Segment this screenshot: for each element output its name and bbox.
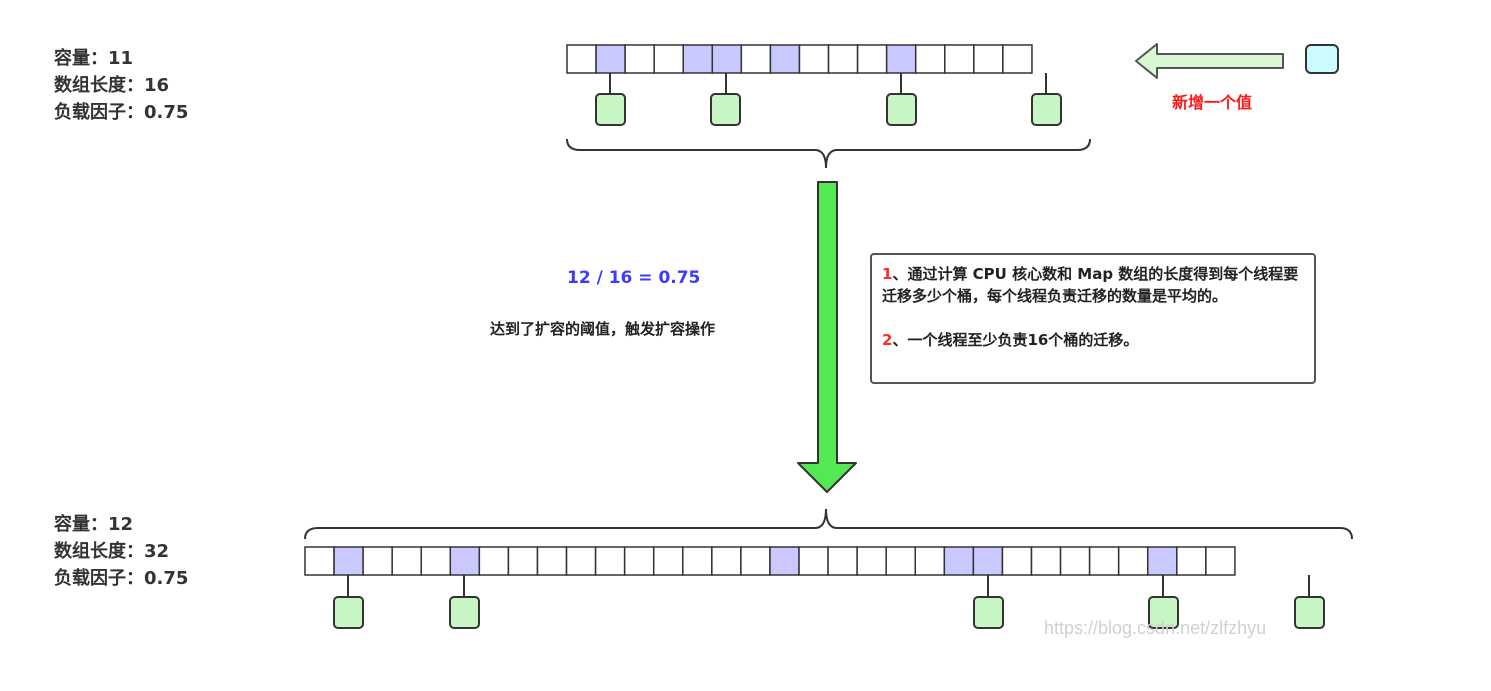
- note-item-2-number: 2: [882, 331, 893, 349]
- bucket-slot: [653, 44, 684, 74]
- load-formula: 12 / 16 = 0.75: [567, 268, 701, 288]
- node: [1294, 596, 1325, 629]
- bucket-slot: [623, 546, 655, 576]
- bucket-slot: [944, 44, 975, 74]
- watermark: https://blog.csdn.net/zlfzhyu: [1044, 618, 1267, 638]
- bucket-slot: [420, 546, 452, 576]
- bucket-slot-filled: [885, 44, 917, 74]
- bucket-slot: [740, 546, 771, 576]
- bucket-slot: [827, 546, 858, 576]
- bucket-slot: [682, 546, 713, 576]
- bucket-slot-filled: [769, 546, 800, 576]
- bucket-slot: [594, 546, 626, 576]
- bucket-slot: [1205, 546, 1236, 576]
- bucket-slot: [624, 44, 655, 74]
- node: [449, 596, 480, 629]
- array-length-label: 数组长度：16: [54, 75, 170, 96]
- bucket-slot: [827, 44, 859, 74]
- node: [886, 93, 917, 126]
- bucket-slot: [885, 546, 917, 576]
- node: [710, 93, 741, 126]
- bucket-slot-filled: [449, 546, 481, 576]
- bucket-slot: [1117, 546, 1149, 576]
- bucket-slot-filled: [682, 44, 714, 74]
- bucket-slot: [973, 44, 1004, 74]
- bucket-slot: [1002, 44, 1033, 74]
- capacity-label: 容量：12: [54, 514, 134, 535]
- resize-arrow: [797, 181, 857, 493]
- capacity-label: 容量：11: [54, 48, 134, 69]
- bucket-slot: [362, 546, 393, 576]
- bucket-slot: [1059, 546, 1091, 576]
- bucket-slot: [478, 546, 510, 576]
- note-item-1: 1、通过计算 CPU 核心数和 Map 数组的长度得到每个线程要迁移多少个桶，每…: [882, 263, 1304, 307]
- bucket-slot: [711, 546, 742, 576]
- node: [1148, 596, 1179, 629]
- bucket-slot: [391, 546, 422, 576]
- bucket-slot: [1088, 546, 1120, 576]
- top-bucket-array: [566, 44, 1033, 74]
- threshold-text: 达到了扩容的阈值，触发扩容操作: [490, 320, 716, 338]
- bucket-slot: [1176, 546, 1207, 576]
- bucket-slot: [536, 546, 568, 576]
- node: [595, 93, 626, 126]
- load-factor-label: 负载因子：0.75: [54, 568, 189, 589]
- bucket-slot: [304, 546, 335, 576]
- top-brace: [566, 138, 1091, 169]
- incoming-arrow: [1135, 43, 1284, 79]
- note-item-2-text: 、一个线程至少负责16个桶的迁移。: [892, 331, 1139, 349]
- bottom-brace: [304, 508, 1353, 540]
- bucket-slot-filled: [769, 44, 801, 74]
- bucket-slot-filled: [972, 546, 1004, 576]
- new-value-node: [1305, 44, 1339, 74]
- bucket-slot: [740, 44, 772, 74]
- bucket-slot: [856, 546, 887, 576]
- note-item-1-number: 1: [882, 265, 893, 283]
- node: [333, 596, 364, 629]
- array-length-label: 数组长度：32: [54, 541, 170, 562]
- bucket-slot: [652, 546, 684, 576]
- bottom-bucket-nodes: [333, 575, 1325, 629]
- bucket-slot: [914, 44, 946, 74]
- bucket-slot-filled: [1146, 546, 1178, 576]
- bucket-slot-filled: [333, 546, 364, 576]
- node: [1031, 93, 1062, 126]
- load-factor-label: 负载因子：0.75: [54, 102, 189, 123]
- bucket-slot-filled: [943, 546, 975, 576]
- before-stats: 容量：11 数组长度：16 负载因子：0.75: [54, 45, 188, 126]
- bucket-slot: [565, 546, 597, 576]
- note-box: 1、通过计算 CPU 核心数和 Map 数组的长度得到每个线程要迁移多少个桶，每…: [870, 253, 1316, 384]
- bucket-slot: [914, 546, 946, 576]
- bucket-slot: [856, 44, 888, 74]
- bucket-slot-filled: [595, 44, 626, 74]
- top-bucket-nodes: [595, 73, 1062, 126]
- bucket-slot: [566, 44, 597, 74]
- new-value-label: 新增一个值: [1172, 93, 1253, 112]
- bucket-slot: [507, 546, 539, 576]
- bucket-slot: [798, 44, 830, 74]
- bucket-slot: [1001, 546, 1033, 576]
- bottom-bucket-array: [304, 546, 1236, 576]
- bucket-slot: [798, 546, 829, 576]
- bucket-slot: [1030, 546, 1062, 576]
- node: [973, 596, 1004, 629]
- after-stats: 容量：12 数组长度：32 负载因子：0.75: [54, 511, 188, 592]
- note-item-2: 2、一个线程至少负责16个桶的迁移。: [882, 329, 1304, 351]
- note-item-1-text: 、通过计算 CPU 核心数和 Map 数组的长度得到每个线程要迁移多少个桶，每个…: [882, 265, 1299, 305]
- bucket-slot-filled: [711, 44, 743, 74]
